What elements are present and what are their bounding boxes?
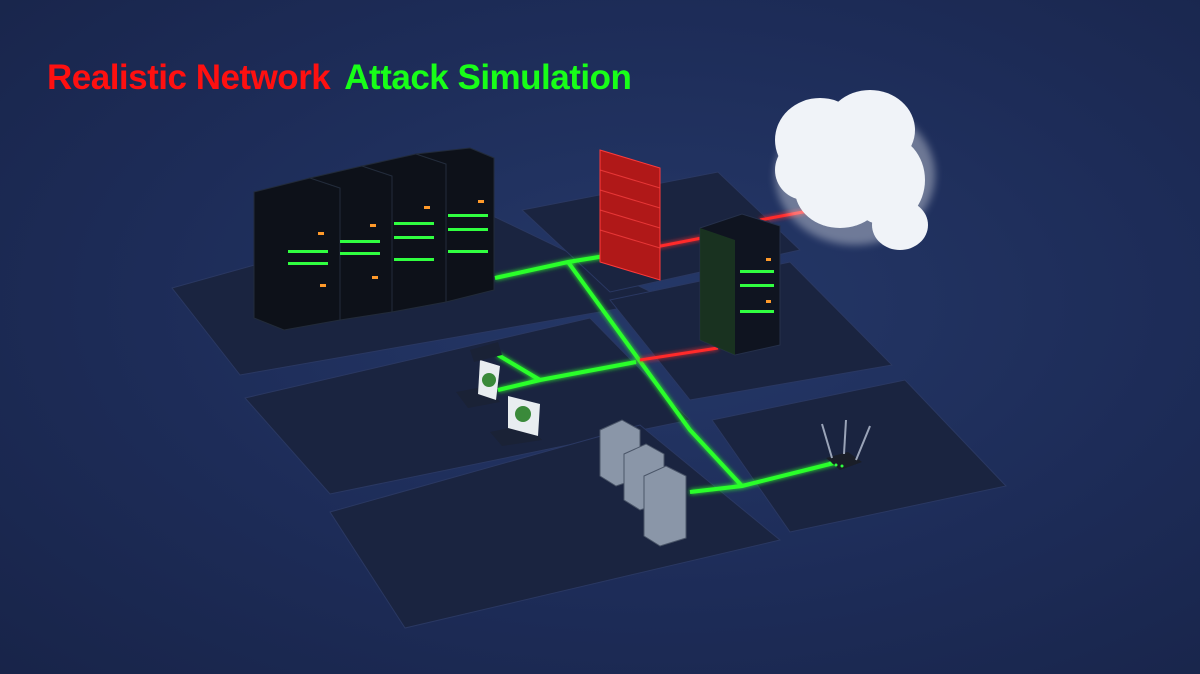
server-racks: [253, 147, 495, 331]
link-router: [689, 460, 839, 494]
title-red-part: Realistic Network: [47, 58, 331, 97]
internet-cloud: [775, 90, 935, 250]
router: [821, 419, 871, 470]
platform-router: [711, 379, 1007, 533]
link-laptop: [496, 353, 542, 382]
page-title: Realistic Network Attack Simulation: [47, 58, 632, 98]
laptops: [456, 342, 542, 446]
title-green-part: Attack Simulation: [344, 58, 632, 97]
link-backbone: [566, 260, 744, 488]
printers: [599, 419, 687, 547]
link-server-attack: [639, 346, 719, 362]
server: [699, 213, 781, 356]
firewall: [599, 149, 661, 281]
